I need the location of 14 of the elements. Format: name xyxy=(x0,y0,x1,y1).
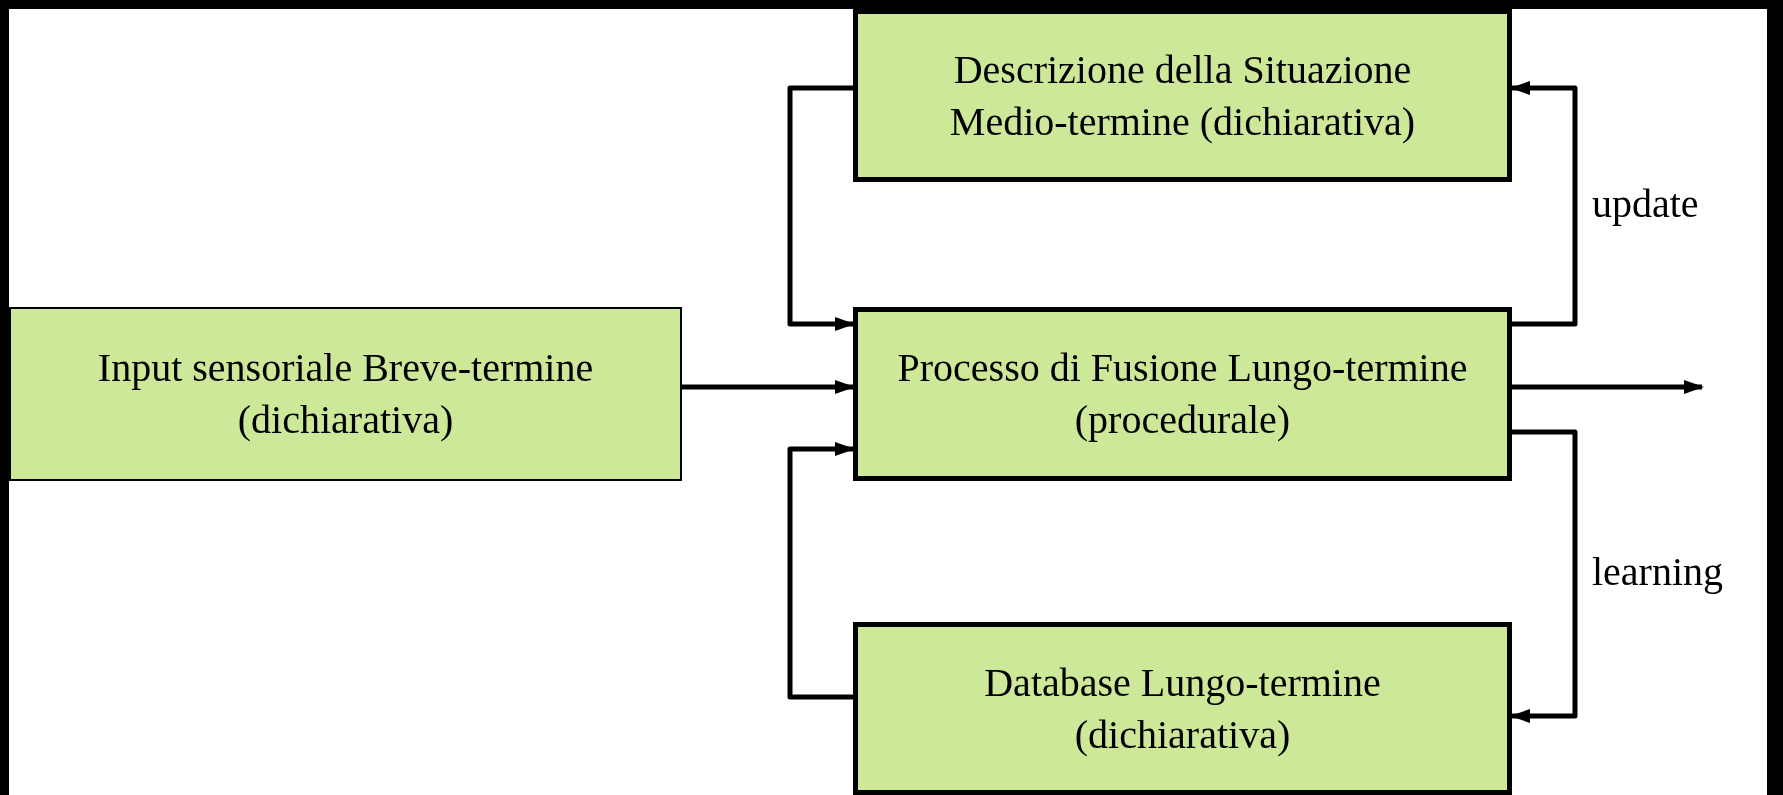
box-text: Input sensoriale Breve-termine (dichiarativa) xyxy=(96,344,595,444)
box-text: Database Lungo-termine (dichiarativa) xyxy=(983,658,1382,759)
arrow xyxy=(1510,81,1578,327)
process-box xyxy=(9,307,682,481)
box-text: Descrizione della Situazione Medio-termine (dichiarativa) xyxy=(948,45,1417,146)
box-text: Processo di Fusione Lungo-termine (procedurale) xyxy=(896,344,1469,444)
process-box xyxy=(853,9,1512,182)
arrow xyxy=(682,380,855,394)
process-box xyxy=(853,622,1512,795)
arrow xyxy=(1510,429,1578,723)
arrow xyxy=(787,85,855,331)
arrow xyxy=(1512,380,1704,394)
arrow xyxy=(787,442,855,700)
process-box xyxy=(853,307,1512,481)
